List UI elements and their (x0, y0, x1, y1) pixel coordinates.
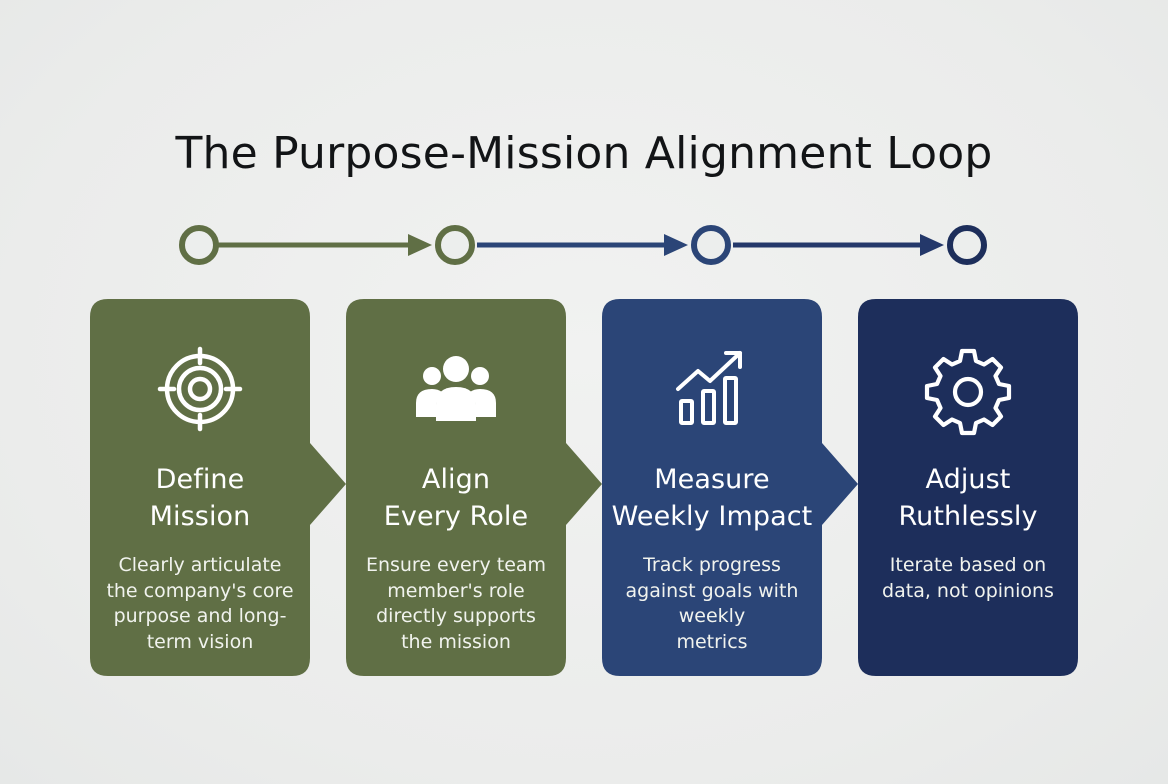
step-heading-line: Mission (149, 501, 251, 532)
step-description-line: Ensure every team (365, 554, 547, 576)
timeline-connector-1 (217, 234, 432, 256)
step-description-line: the mission (401, 630, 511, 653)
timeline-node-1 (179, 225, 219, 265)
step-heading: Measure Weekly Impact (603, 461, 821, 535)
step-description: Clearly articulate the company's core pu… (91, 553, 309, 655)
timeline-connector-2 (477, 234, 688, 256)
step-description-line: directly supports (376, 605, 536, 627)
step-description-line: Iterate based on (889, 554, 1047, 576)
card-shape-define (90, 299, 346, 676)
team-icon (416, 356, 496, 421)
card-shape-measure (602, 299, 858, 676)
step-heading: Adjust Ruthlessly (859, 461, 1077, 535)
step-description-line: member's role (387, 579, 525, 602)
step-heading-line: Measure (654, 464, 770, 495)
step-card-measure-weekly-impact: Measure Weekly Impact Track progress aga… (603, 299, 821, 676)
timeline-node-2 (435, 225, 475, 265)
step-description-line: weekly (678, 605, 746, 627)
step-description: Ensure every team member's role directly… (347, 553, 565, 655)
step-description: Iterate based on data, not opinions (859, 553, 1077, 604)
target-icon (157, 346, 243, 432)
gear-icon (924, 348, 1012, 436)
step-heading: Align Every Role (347, 461, 565, 535)
step-description-line: Clearly articulate (118, 554, 282, 576)
step-description: Track progress against goals with weekly… (603, 553, 821, 655)
step-heading: Define Mission (91, 461, 309, 535)
step-card-adjust-ruthlessly: Adjust Ruthlessly Iterate based on data,… (859, 299, 1077, 676)
step-description-line: against goals with (625, 579, 799, 602)
step-description-line: metrics (676, 630, 748, 653)
step-description-line: data, not opinions (882, 579, 1054, 602)
step-description-line: purpose and long- (113, 605, 287, 627)
step-heading-line: Align (421, 464, 491, 495)
step-description-line: Track progress (643, 554, 781, 576)
timeline-node-4 (947, 225, 987, 265)
step-card-define-mission: Define Mission Clearly articulate the co… (91, 299, 309, 676)
card-shape-adjust (858, 299, 1078, 676)
timeline-node-3 (691, 225, 731, 265)
step-description-line: term vision (146, 630, 254, 653)
step-card-align-every-role: Align Every Role Ensure every team membe… (347, 299, 565, 676)
growth-chart-icon (676, 351, 742, 425)
step-heading-line: Weekly Impact (611, 501, 813, 532)
step-heading-line: Every Role (383, 501, 529, 532)
step-heading-line: Adjust (925, 464, 1011, 495)
step-heading-line: Define (155, 464, 245, 495)
step-description-line: the company's core (106, 579, 294, 602)
card-shape-align (346, 299, 602, 676)
diagram-title: The Purpose-Mission Alignment Loop (175, 128, 993, 179)
timeline-connector-3 (733, 234, 944, 256)
step-heading-line: Ruthlessly (898, 501, 1038, 532)
